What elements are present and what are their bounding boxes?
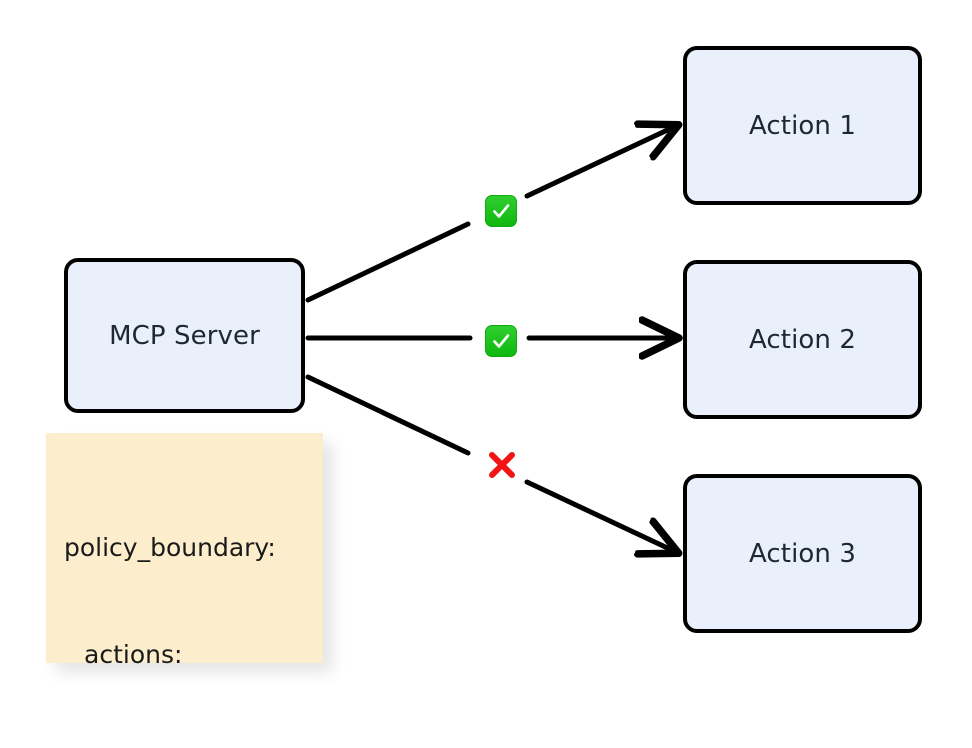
check-mark-icon bbox=[485, 195, 517, 227]
edge-mcp-action1 bbox=[305, 126, 676, 303]
note-line-policy-boundary: policy_boundary: bbox=[64, 533, 276, 562]
node-action-3[interactable]: Action 3 bbox=[683, 474, 922, 633]
edge-mcp-action3 bbox=[305, 374, 676, 552]
policy-boundary-note: policy_boundary: actions: - action 1 - a… bbox=[46, 433, 323, 748]
node-action-2[interactable]: Action 2 bbox=[683, 260, 922, 419]
node-label: MCP Server bbox=[109, 320, 260, 351]
check-mark-icon bbox=[485, 325, 517, 357]
node-action-1[interactable]: Action 1 bbox=[683, 46, 922, 205]
cross-mark-icon bbox=[485, 448, 519, 482]
node-label: Action 2 bbox=[748, 324, 857, 355]
node-label: Action 1 bbox=[748, 110, 857, 141]
node-mcp-server[interactable]: MCP Server bbox=[64, 258, 305, 413]
note-line-actions: actions: bbox=[84, 639, 183, 669]
note-line-action-1: - action 1 bbox=[64, 743, 323, 748]
node-label: Action 3 bbox=[748, 538, 857, 569]
